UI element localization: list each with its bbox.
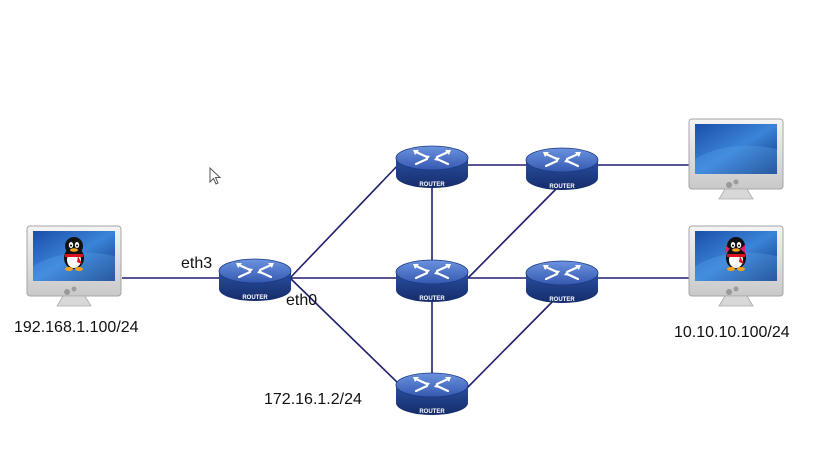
router-middle[interactable]: ROUTER — [394, 258, 470, 304]
link-r1-rtop — [289, 162, 401, 279]
left-computer[interactable] — [26, 225, 122, 307]
network-links — [122, 162, 690, 391]
bottom-router-ip-label: 172.16.1.2/24 — [264, 391, 362, 408]
router-caption: ROUTER — [242, 295, 268, 301]
computer-icon — [688, 118, 784, 200]
link-rmid-rtr — [467, 182, 563, 279]
cursor-icon — [209, 166, 222, 185]
router-caption: ROUTER — [419, 296, 445, 302]
eth0-label: eth0 — [286, 292, 318, 309]
router-caption: ROUTER — [419, 182, 445, 188]
link-rbot-rmr — [464, 291, 563, 391]
eth3-label: eth3 — [181, 255, 213, 272]
bow-icon — [725, 245, 745, 253]
router-middle-right[interactable]: ROUTER — [524, 259, 600, 305]
router-bottom[interactable]: ROUTER — [394, 371, 470, 417]
left-pc-ip-label: 192.168.1.100/24 — [14, 319, 139, 336]
router-caption: ROUTER — [549, 297, 575, 303]
right-pc-ip-label: 10.10.10.100/24 — [674, 324, 790, 341]
router-caption: ROUTER — [549, 184, 575, 190]
link-r1-rbot — [289, 277, 401, 386]
right-computer-bottom[interactable] — [688, 225, 784, 307]
router-eth[interactable]: ROUTER — [217, 257, 293, 303]
right-computer-top[interactable] — [688, 118, 784, 200]
router-top[interactable]: ROUTER — [394, 144, 470, 190]
router-top-right[interactable]: ROUTER — [524, 146, 600, 192]
router-caption: ROUTER — [419, 409, 445, 415]
